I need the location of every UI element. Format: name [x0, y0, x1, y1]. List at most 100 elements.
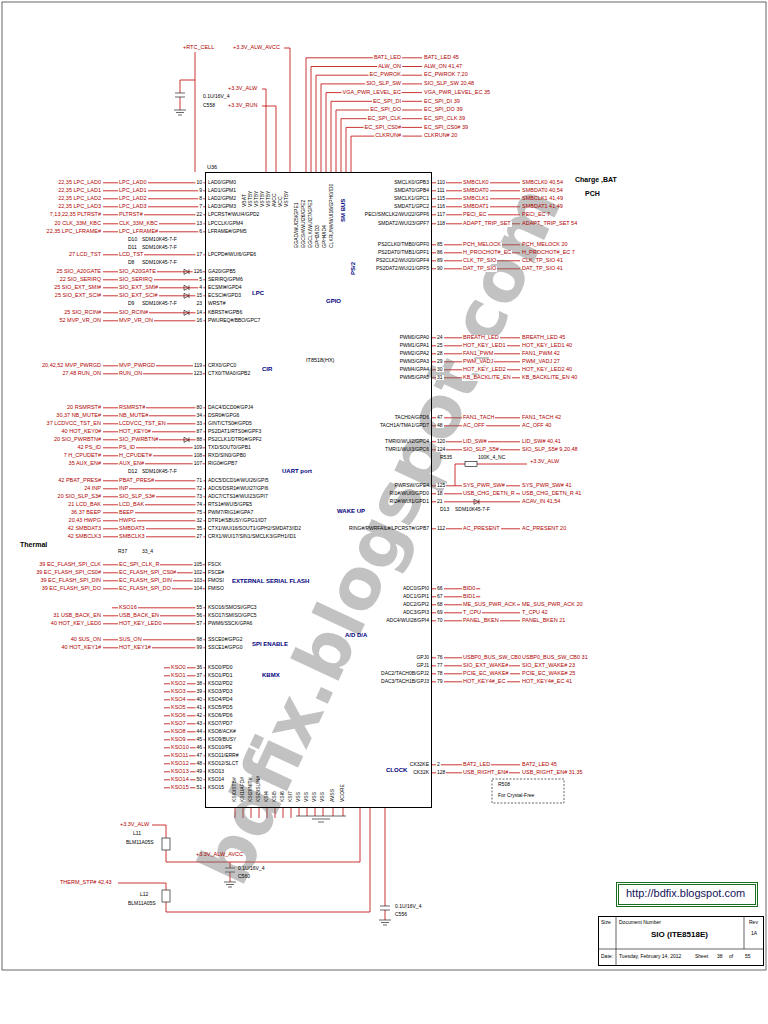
- pin-name: KSI6: [280, 791, 285, 802]
- pin-name: KSI2/INIT#: [248, 778, 253, 802]
- pin-name: SMCLK0/GPB3: [394, 180, 429, 185]
- wire: [336, 110, 422, 172]
- net-label: EC_FLASH_SPI_DO: [118, 586, 172, 592]
- grid-line: [598, 916, 764, 966]
- pin-number: 119: [193, 363, 203, 368]
- pin-name: PWM2/GPA2: [400, 351, 429, 356]
- pin-number: 108: [193, 453, 203, 458]
- pin-name: LAD0/GPM0: [208, 180, 236, 185]
- pin-number: 51: [195, 785, 203, 790]
- inductor-symbol: [162, 890, 170, 902]
- pin-name: KSO15: [208, 785, 224, 790]
- diode-label: SDM10K45-7-F: [142, 301, 177, 306]
- net-label: ME_SUS_PWR_ACK 20: [522, 602, 583, 608]
- net-label: 39 EC_FLASH_SPI_CS0#: [36, 570, 101, 576]
- net-label: LPC_LFRAME#: [118, 229, 159, 235]
- net-label: HWPG: [118, 518, 137, 524]
- pin-name: RI1#/WUI0/GPD0: [390, 491, 429, 496]
- pin-name: LAD2/GPM2: [208, 196, 236, 201]
- part-label: BLM11A05S: [126, 840, 154, 845]
- pin-number: 16: [195, 318, 203, 323]
- note-label: Charge ,BAT: [575, 176, 617, 183]
- pin-name: CLKRUN#/WUI16/GPH0/ID0: [329, 184, 334, 248]
- pin-name: SERIRQ/GPM6: [208, 277, 243, 282]
- node-text: 1A: [751, 931, 757, 936]
- wire: [306, 58, 422, 172]
- net-label: EC_SPI_DI 39: [424, 99, 460, 105]
- pin-name: LAD1/GPM1: [208, 188, 236, 193]
- pin-name: AVCC: [272, 193, 277, 207]
- pin-number: 2: [436, 762, 441, 767]
- pin-name: VSTBY: [260, 191, 265, 207]
- pin-name: ADC0/GPI0: [403, 586, 429, 591]
- net-label: 30,37 NB_MUTE#: [56, 413, 101, 419]
- net-label: SYS_PWR_SW#: [462, 483, 506, 489]
- net-label: 25 SIO_EXT_SCI#: [55, 293, 101, 299]
- net-label: 52 MVP_VR_ON: [59, 318, 101, 324]
- pin-number: 6: [198, 229, 203, 234]
- pin-number: 98: [195, 637, 203, 642]
- pin-number: 49: [195, 769, 203, 774]
- node-heading: U36: [207, 165, 217, 171]
- net-label: ALW_ON 41,47: [424, 64, 462, 70]
- pin-number: 128: [436, 770, 446, 775]
- section-label: EXTERNAL SERIAL FLASH: [232, 578, 309, 584]
- net-label: EC_SPI_CS0#: [364, 125, 402, 131]
- pin-name: GINT/CTS0#/GPD5: [208, 421, 252, 426]
- net-label: EC_SPI_DO 39: [424, 107, 463, 113]
- pin-name: KSO9/BUSY: [208, 737, 236, 742]
- net-label: 22,35 LPC_LFRAME#: [47, 229, 101, 235]
- net-label: DAT_TP_SIO: [462, 266, 497, 272]
- net-label: 39 EC_FLASH_SPI_DIN: [40, 578, 101, 584]
- section-label: CLOCK: [386, 767, 407, 773]
- node-text: 38: [717, 954, 723, 959]
- net-label: 22,35 LPC_LAD0: [58, 180, 101, 186]
- wires: [118, 48, 527, 920]
- pin-number: 75: [195, 510, 203, 515]
- section-label: SPI ENABLE: [252, 641, 288, 647]
- net-label: SIO_SLP_S5#: [462, 447, 500, 453]
- pin-number: 48: [195, 761, 203, 766]
- net-label: SIO_PWRBTN#: [118, 437, 159, 443]
- pin-name: EGCS#/WUI26/GPE2: [301, 200, 306, 248]
- net-label: CLK_TP_SIO: [462, 258, 497, 264]
- pin-number: 105: [193, 562, 203, 567]
- pin-name: GPH3/ID3: [315, 225, 320, 248]
- pin-number: 29: [436, 359, 444, 364]
- pin-number: 5: [198, 277, 203, 282]
- net-label: INP: [118, 486, 129, 492]
- pin-name: GPH4/ID4: [322, 225, 327, 248]
- net-label: SMBCLK0: [462, 180, 490, 186]
- net-label: SMBCLK1 41,49: [522, 196, 563, 202]
- pin-name: KSO4/PD4: [208, 697, 232, 702]
- net-label: H_PROCHOT#_EC: [462, 250, 512, 256]
- net-label: BEEP: [118, 510, 135, 516]
- pin-name: ADC6/DSR1#/WUI27/GPI6: [208, 486, 268, 491]
- net-label: LPC_LAD0: [118, 180, 148, 186]
- net-label: RSMRST#: [118, 405, 146, 411]
- net-label: AUX_EN#: [118, 461, 145, 467]
- net-label: CLKRUN# 20: [424, 133, 457, 139]
- net-label: USBP0_BUS_SW_CB0 31: [522, 655, 588, 661]
- net-label: 21 LCD_BAK: [68, 502, 101, 508]
- pin-number: 90: [436, 266, 444, 271]
- dashed-box: [492, 779, 564, 803]
- power-net-label: +3.3V_ALW: [228, 86, 257, 92]
- net-label: 42 PS_ID: [77, 445, 101, 451]
- net-label: KSO14: [170, 777, 190, 783]
- net-label: EC_SPI_CS0# 39: [424, 125, 468, 131]
- net-label: SIO_EXT_SMI#: [118, 285, 159, 291]
- pin-name: VCORE: [340, 784, 345, 802]
- pin-name: PS2DAT0/TMB1/GPF1: [378, 250, 429, 255]
- wire: [326, 93, 422, 172]
- net-label: EC_PWROK 7,20: [424, 72, 468, 78]
- net-label: 20,42,52 MVP_PWRGD: [42, 363, 101, 369]
- net-label: 31 USB_BACK_EN: [53, 613, 101, 619]
- net-label: KSO8: [170, 729, 187, 735]
- node-text: Document Number: [619, 920, 661, 925]
- pin-name: AVSS: [330, 789, 335, 802]
- pin-number: 7: [198, 204, 203, 209]
- pin-number: 30: [436, 367, 444, 372]
